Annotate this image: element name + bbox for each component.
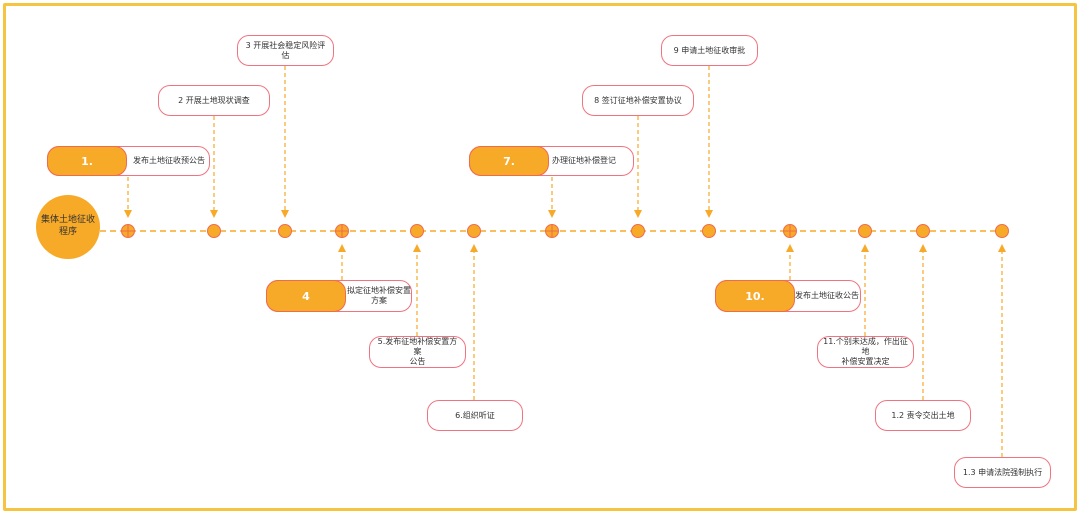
node-2 bbox=[207, 224, 221, 238]
step-11-box: 11.个别未达成，作出征地 补偿安置决定 bbox=[817, 336, 914, 368]
step-5-box: 5.发布征地补偿安置方案 公告 bbox=[369, 336, 466, 368]
step-11-label-line1: 11.个别未达成，作出征地 bbox=[823, 337, 908, 356]
step-10-number: 10. bbox=[715, 280, 795, 312]
step-4-label-line2: 方案 bbox=[371, 296, 387, 305]
step-6-box: 6.组织听证 bbox=[427, 400, 523, 431]
step-4-number: 4 bbox=[266, 280, 346, 312]
node-8 bbox=[631, 224, 645, 238]
step-11-label-line2: 补偿安置决定 bbox=[841, 357, 890, 366]
step-1-label: 发布土地征收预公告 bbox=[133, 156, 205, 165]
node-12 bbox=[916, 224, 930, 238]
step-4-label: 拟定征地补偿安置 方案 bbox=[344, 286, 414, 306]
node-11 bbox=[858, 224, 872, 238]
node-10-cross bbox=[784, 225, 796, 237]
step-3-box: 3 开展社会稳定风险评估 bbox=[237, 35, 334, 66]
step-2-box: 2 开展土地现状调查 bbox=[158, 85, 270, 116]
node-9 bbox=[702, 224, 716, 238]
step-1-number: 1. bbox=[47, 146, 127, 176]
node-5 bbox=[410, 224, 424, 238]
step-12-box: 1.2 责令交出土地 bbox=[875, 400, 971, 431]
step-10-label: 发布土地征收公告 bbox=[795, 291, 859, 300]
node-6 bbox=[467, 224, 481, 238]
step-5-label-line2: 公告 bbox=[409, 357, 426, 366]
node-4-cross bbox=[336, 225, 348, 237]
node-13 bbox=[995, 224, 1009, 238]
step-4-label-line1: 拟定征地补偿安置 bbox=[347, 286, 411, 295]
node-3 bbox=[278, 224, 292, 238]
step-5-label-line1: 5.发布征地补偿安置方案 bbox=[377, 337, 458, 356]
start-label-line2: 程序 bbox=[58, 227, 77, 237]
step-7-number: 7. bbox=[469, 146, 549, 176]
step-7-label: 办理征地补偿登记 bbox=[552, 156, 616, 165]
node-7-cross bbox=[546, 225, 558, 237]
step-13-box: 1.3 申请法院强制执行 bbox=[954, 457, 1051, 488]
step-9-box: 9 申请土地征收审批 bbox=[661, 35, 758, 66]
node-1-cross bbox=[122, 225, 134, 237]
step-8-box: 8 签订征地补偿安置协议 bbox=[582, 85, 694, 116]
timeline-nodes bbox=[121, 224, 1009, 238]
start-circle: 集体土地征收 程序 bbox=[36, 195, 100, 259]
start-label-line1: 集体土地征收 bbox=[40, 215, 95, 226]
